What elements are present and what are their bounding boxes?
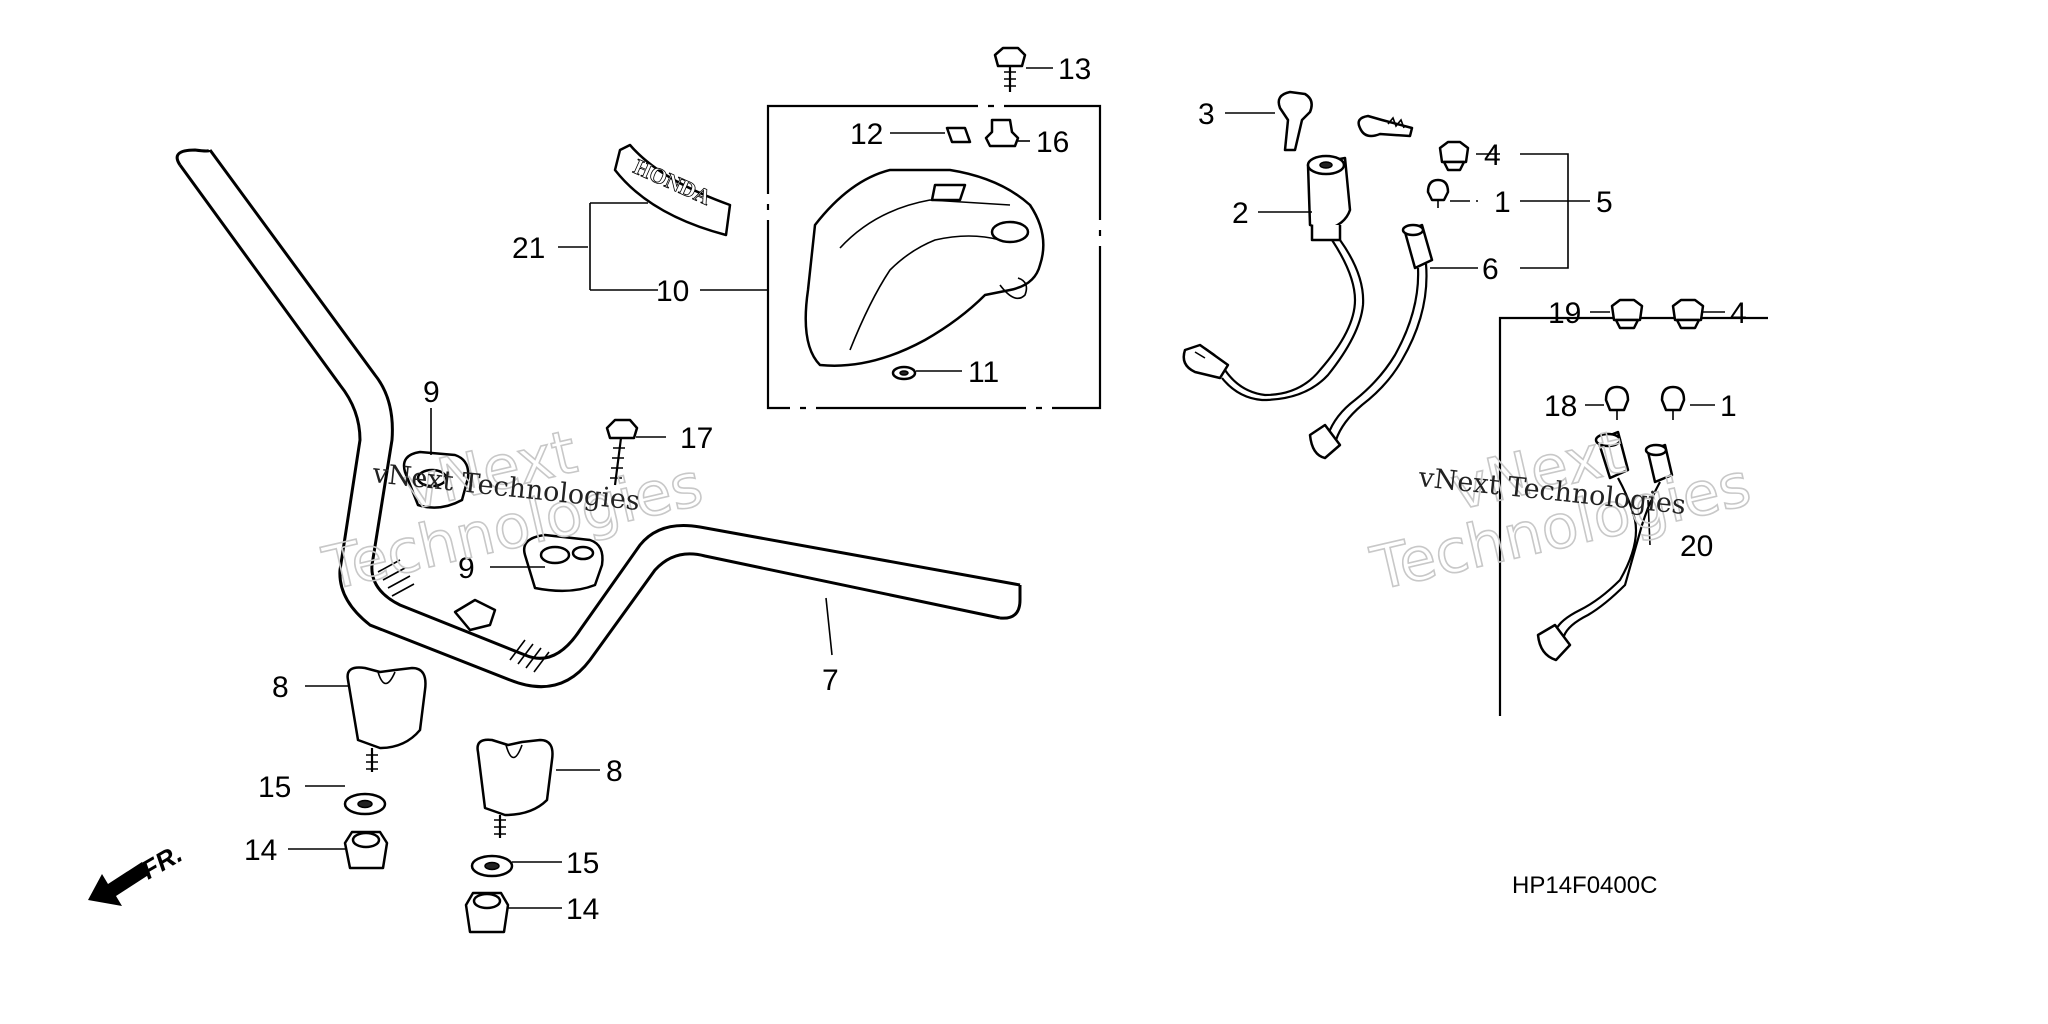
label-14a: 14 <box>244 834 277 867</box>
bolt-13 <box>993 46 1027 92</box>
washer-15a <box>343 792 387 816</box>
label-13: 13 <box>1058 53 1091 86</box>
label-18: 18 <box>1544 390 1577 423</box>
label-15b: 15 <box>566 847 599 880</box>
label-16: 16 <box>1036 126 1069 159</box>
upper-holder-9a <box>402 450 470 509</box>
label-9a: 9 <box>423 376 440 409</box>
label-5: 5 <box>1596 186 1613 219</box>
handlebar-drawing <box>175 148 1022 689</box>
washer-15b <box>470 854 514 878</box>
label-20: 20 <box>1680 530 1713 563</box>
bulb-1a <box>1426 178 1450 208</box>
grommet-16 <box>984 118 1020 148</box>
label-6: 6 <box>1482 253 1499 286</box>
label-1b: 1 <box>1720 390 1737 423</box>
label-9b: 9 <box>458 552 475 585</box>
front-label: FR. <box>136 838 187 885</box>
label-19: 19 <box>1548 297 1581 330</box>
part-number-labels: 13 12 16 21 10 11 3 2 4 1 5 6 19 4 18 1 … <box>244 53 1747 926</box>
label-2: 2 <box>1232 197 1249 230</box>
nut-14a <box>343 830 389 870</box>
drawing-code: HP14F0400C <box>1512 872 1657 899</box>
ignition-switch-2 <box>1182 154 1365 402</box>
bulb-socket-cap-4a <box>1438 140 1470 172</box>
front-direction-arrow: FR. <box>88 838 187 906</box>
label-17: 17 <box>680 422 713 455</box>
label-4a: 4 <box>1484 139 1501 172</box>
label-8a: 8 <box>272 671 289 704</box>
label-21: 21 <box>512 232 545 265</box>
upper-holder-9b <box>522 533 604 593</box>
bulb-1b <box>1660 385 1686 420</box>
label-8b: 8 <box>606 755 623 788</box>
label-12: 12 <box>850 118 883 151</box>
label-7: 7 <box>822 664 839 697</box>
small-nut-11 <box>891 365 917 381</box>
label-14b: 14 <box>566 893 599 926</box>
bulb-socket-cap-4b <box>1671 298 1705 330</box>
honda-emblem: HONDA <box>613 143 732 237</box>
socket-harness-6 <box>1308 223 1434 460</box>
bulb-socket-cap-19 <box>1610 298 1644 330</box>
lower-holder-8a <box>346 666 427 772</box>
clip-12 <box>945 126 972 144</box>
label-4b: 4 <box>1730 297 1747 330</box>
bulb-18 <box>1604 385 1630 420</box>
dual-socket-harness-20 <box>1536 430 1674 662</box>
ignition-key-3 <box>1277 90 1414 152</box>
bolt-17 <box>605 418 639 486</box>
handlebar-cover <box>804 168 1045 367</box>
label-10: 10 <box>656 275 689 308</box>
cover-group-box <box>766 104 1102 410</box>
leader-lines <box>288 67 1725 909</box>
nut-14b <box>464 891 510 934</box>
lower-holder-8b <box>476 738 554 838</box>
label-15a: 15 <box>258 771 291 804</box>
label-11: 11 <box>968 356 999 389</box>
label-1a: 1 <box>1494 186 1511 219</box>
label-3: 3 <box>1198 98 1215 131</box>
